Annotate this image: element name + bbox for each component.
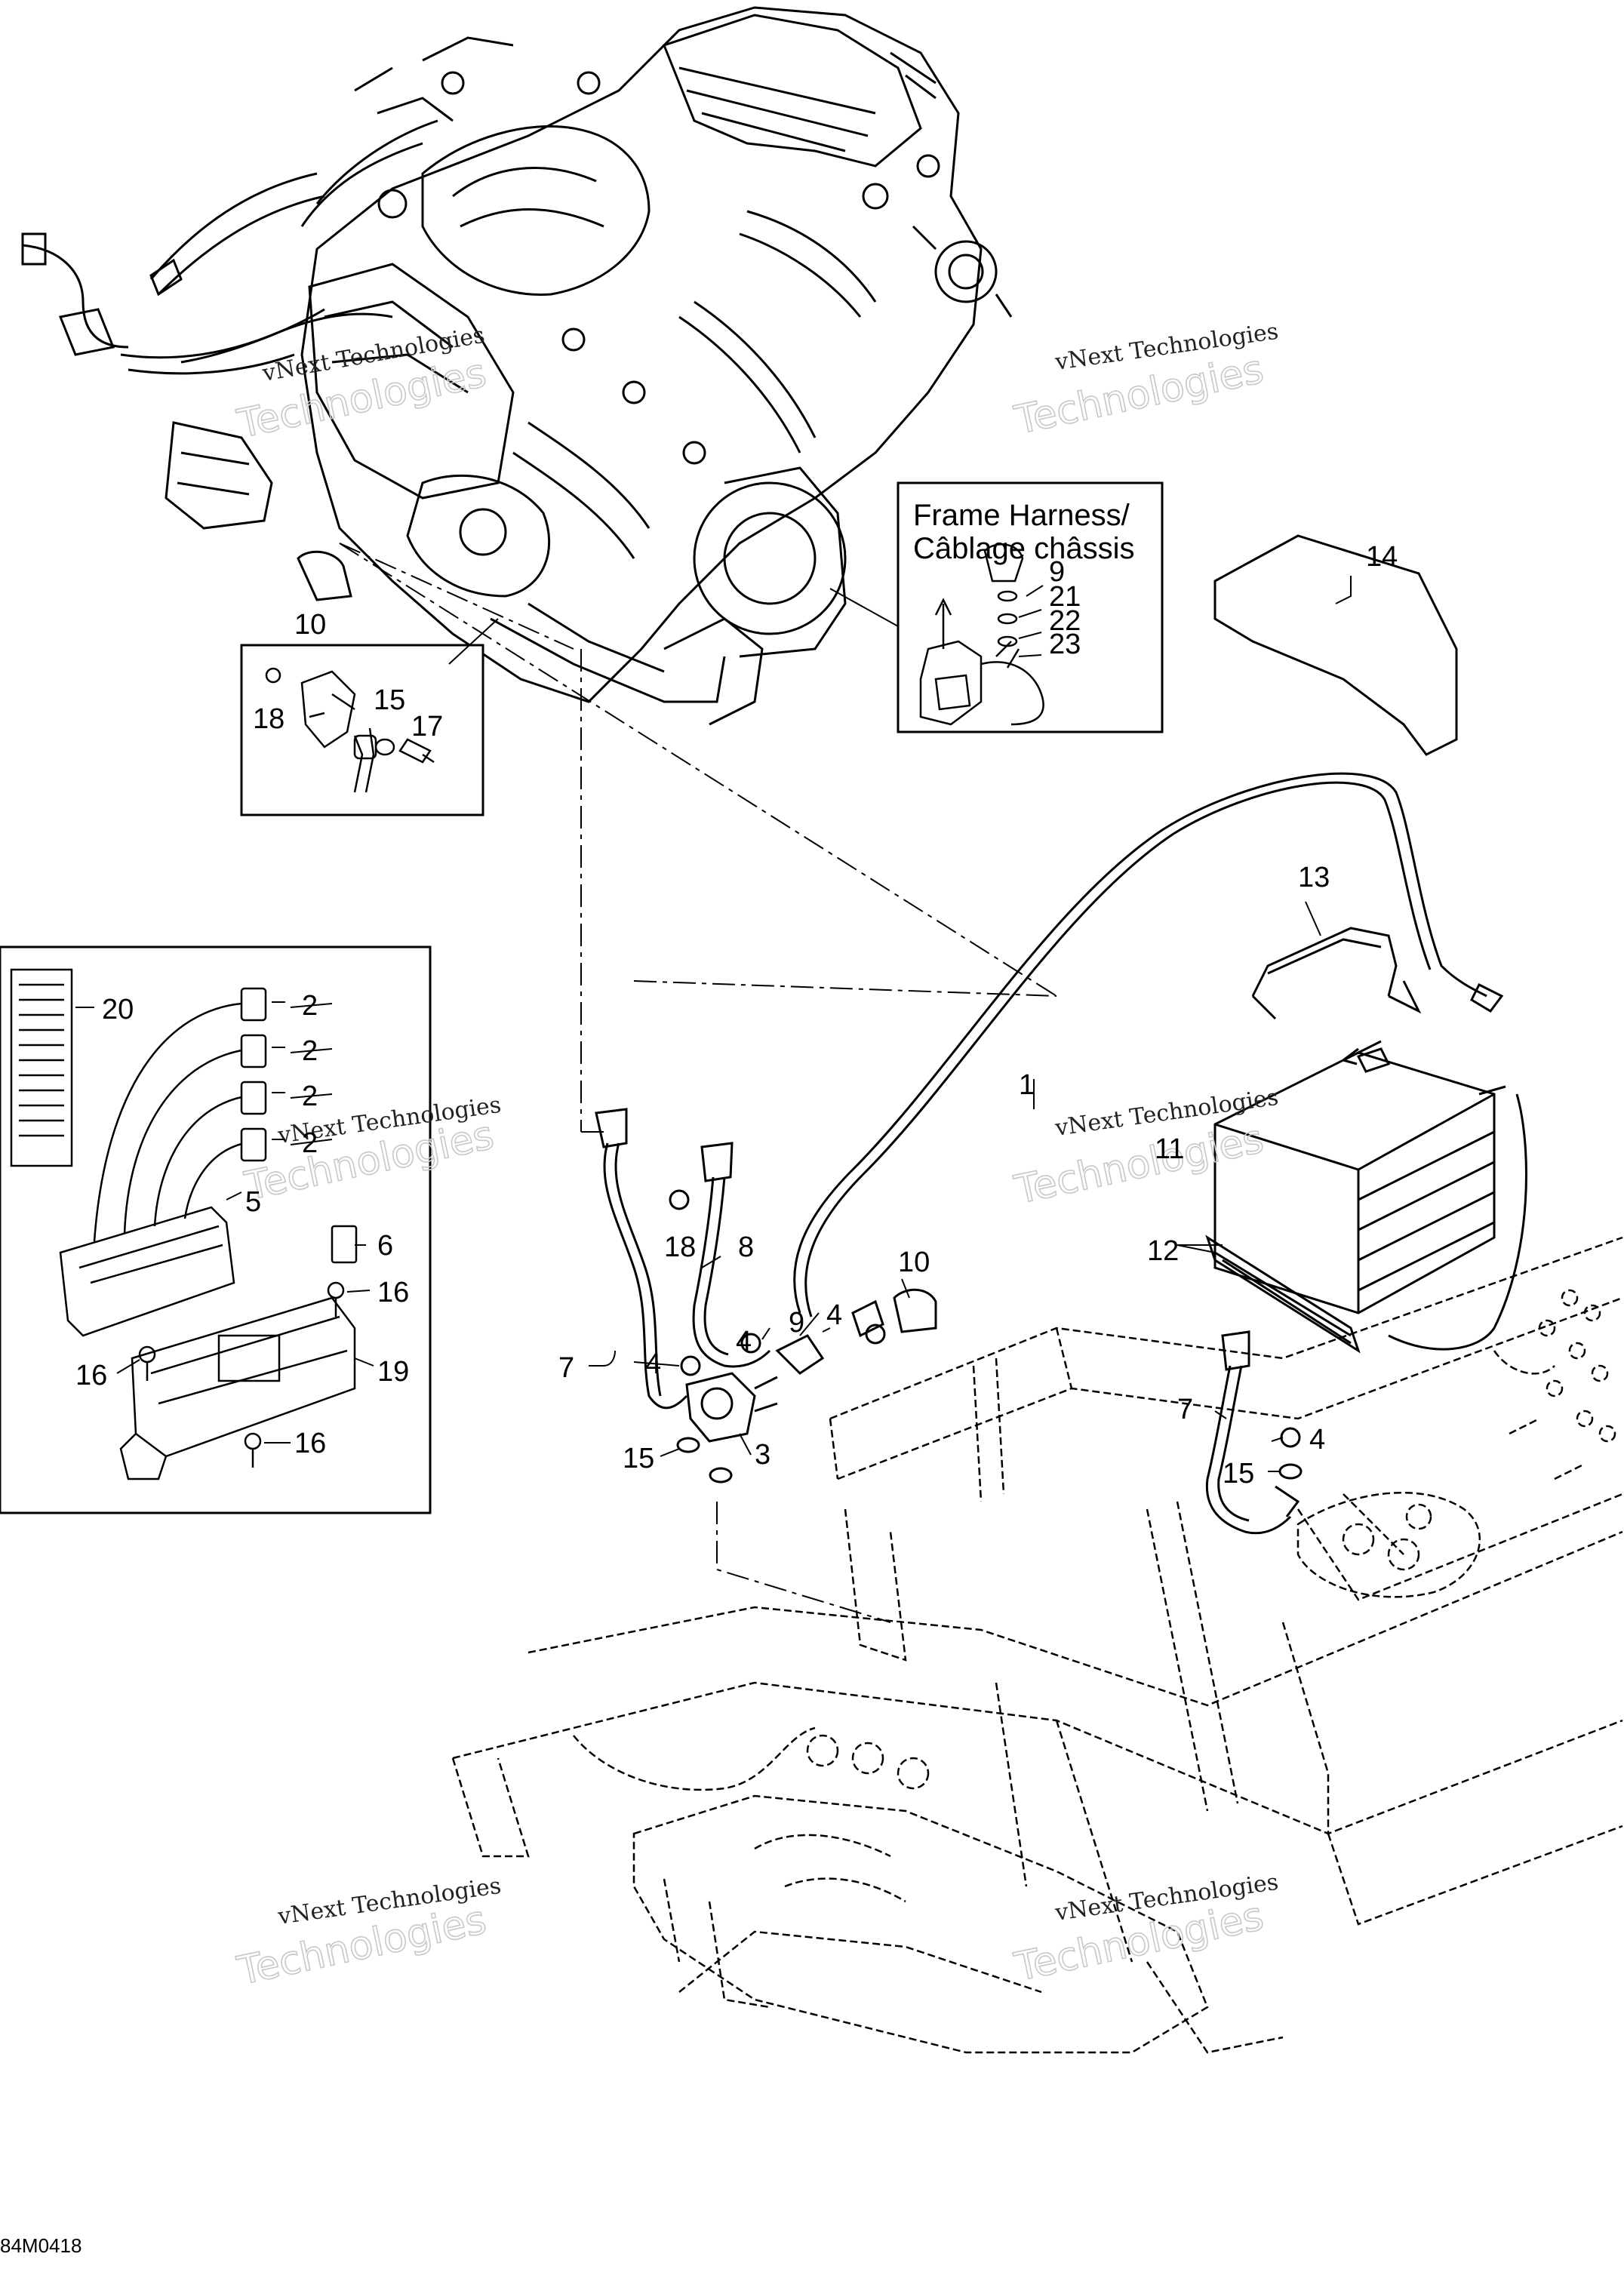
frame-harness-inset: Frame Harness/ Câblage châssis bbox=[829, 481, 1164, 733]
callout-15: 15 bbox=[1223, 1458, 1254, 1490]
callout-10: 10 bbox=[294, 609, 326, 641]
callout-15: 15 bbox=[623, 1443, 654, 1474]
callout-7: 7 bbox=[1177, 1394, 1193, 1425]
callout-2: 2 bbox=[302, 1035, 318, 1067]
callout-3: 3 bbox=[755, 1439, 770, 1471]
callout-4: 4 bbox=[826, 1299, 842, 1331]
battery-cables bbox=[595, 772, 1504, 1535]
callout-labels: 1 2 2 2 2 3 4 4 4 4 5 6 7 7 8 9 9 10 10 … bbox=[75, 541, 1398, 1490]
leader-line bbox=[829, 588, 899, 627]
leader-lines bbox=[75, 576, 1352, 1472]
inset-border-3 bbox=[0, 945, 432, 1514]
callout-20: 20 bbox=[102, 994, 134, 1025]
callout-18: 18 bbox=[664, 1231, 696, 1263]
battery-group bbox=[1205, 534, 1527, 1354]
callout-11: 11 bbox=[1155, 1133, 1184, 1165]
callout-1: 1 bbox=[1019, 1069, 1035, 1101]
callout-12: 12 bbox=[1147, 1235, 1179, 1267]
callout-8: 8 bbox=[738, 1231, 754, 1263]
inset-title-line-2: Câblage châssis bbox=[913, 532, 1135, 565]
engine-assembly bbox=[180, 6, 1013, 726]
callout-19: 19 bbox=[377, 1356, 409, 1388]
callout-22: 22 bbox=[1049, 605, 1081, 637]
assembly-lines bbox=[339, 543, 1057, 1623]
callout-4: 4 bbox=[736, 1326, 752, 1357]
callout-5: 5 bbox=[245, 1186, 261, 1218]
callout-2: 2 bbox=[302, 1081, 318, 1112]
callout-16: 16 bbox=[75, 1360, 107, 1391]
callout-16: 16 bbox=[294, 1428, 326, 1459]
vehicle-frame bbox=[451, 1236, 1623, 2054]
callout-13: 13 bbox=[1298, 862, 1330, 893]
callout-10: 10 bbox=[898, 1247, 930, 1278]
inset-title-line-1: Frame Harness/ bbox=[913, 499, 1130, 532]
wiring-harness bbox=[21, 172, 393, 601]
callout-15: 15 bbox=[374, 684, 405, 716]
starter-solenoid bbox=[669, 1189, 1303, 1517]
callout-4: 4 bbox=[1309, 1424, 1325, 1456]
callout-9: 9 bbox=[789, 1307, 804, 1339]
callout-2: 2 bbox=[302, 990, 318, 1022]
callout-14: 14 bbox=[1366, 541, 1398, 573]
callout-17: 17 bbox=[411, 711, 443, 742]
callout-21: 21 bbox=[1049, 581, 1081, 613]
inset-border bbox=[897, 481, 1164, 733]
drawing-number: 84M0418 bbox=[0, 2234, 82, 2257]
inset-border-2 bbox=[240, 644, 484, 816]
fuse-box-inset bbox=[0, 945, 432, 1514]
ground-strap-inset bbox=[240, 618, 499, 816]
callout-4: 4 bbox=[645, 1348, 661, 1380]
callout-18: 18 bbox=[253, 703, 285, 735]
leader-line-2 bbox=[448, 618, 499, 665]
watermark-outline: Technologies bbox=[1010, 1117, 1267, 1213]
callout-9: 9 bbox=[1049, 556, 1065, 588]
callout-2: 2 bbox=[302, 1127, 318, 1159]
callout-16: 16 bbox=[377, 1277, 409, 1308]
callout-23: 23 bbox=[1049, 629, 1081, 660]
callout-6: 6 bbox=[377, 1230, 393, 1262]
callout-7: 7 bbox=[558, 1352, 574, 1384]
